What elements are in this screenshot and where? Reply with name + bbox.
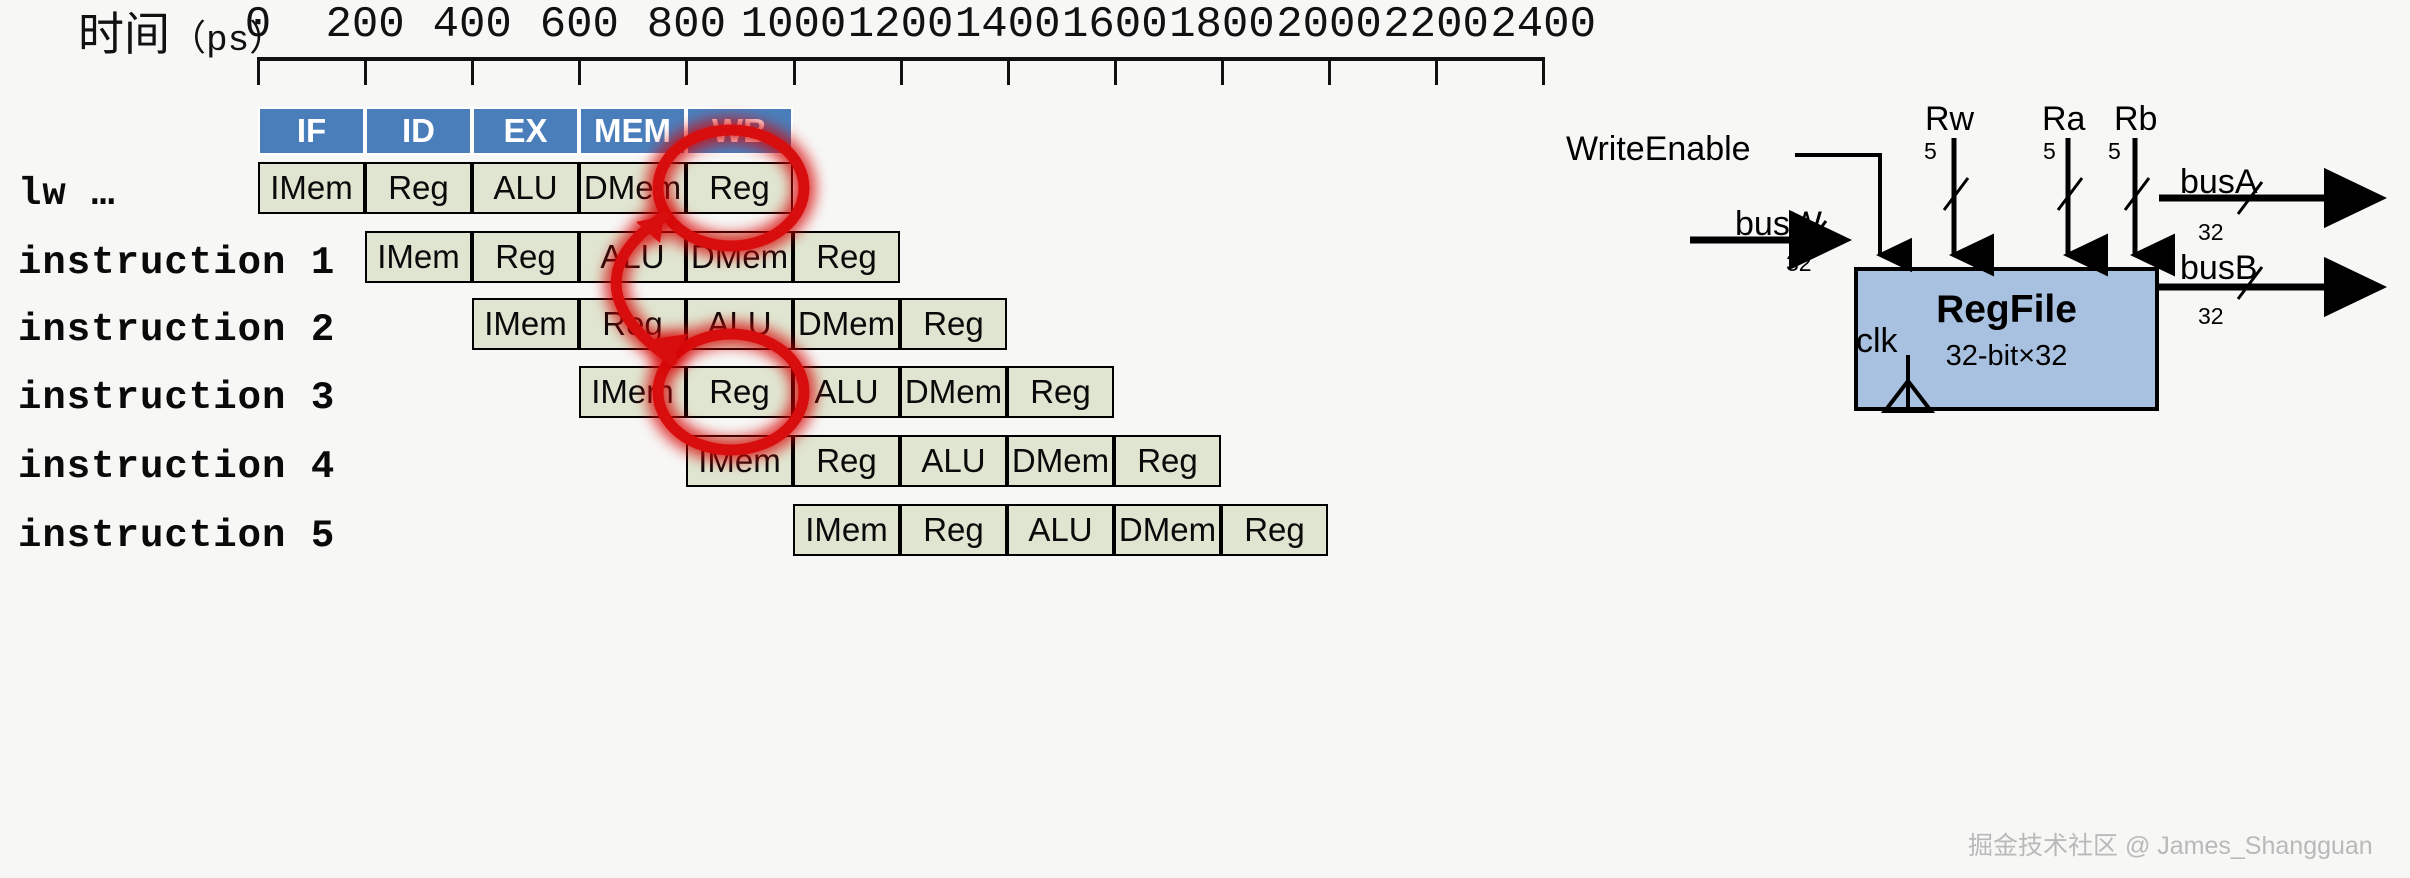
axis-tick-label-800: 800 — [646, 0, 726, 50]
regfile-subtitle: 32-bit×32 — [1945, 340, 2068, 372]
pipeline-cell: DMem — [793, 298, 900, 350]
pipeline-cell: DMem — [1007, 435, 1114, 487]
watermark: 掘金技术社区 @ James_Shangguan — [1968, 832, 2373, 860]
busa-bits-label: 32 — [2198, 219, 2224, 245]
pipeline-cell: IMem — [365, 231, 472, 283]
pipeline-cell: IMem — [686, 435, 793, 487]
busw-bits-label: 32 — [1786, 250, 1812, 276]
row-label: instruction 4 — [18, 445, 336, 489]
pipeline-cell: Reg — [793, 231, 900, 283]
regfile-title: RegFile — [1936, 288, 2077, 331]
axis-tick-label-1000: 1000 — [740, 0, 847, 50]
pipeline-cell: Reg — [686, 366, 793, 418]
axis-tick-label-600: 600 — [539, 0, 619, 50]
axis-title-cn: 时间 — [78, 8, 170, 60]
pipeline-cell: Reg — [1221, 504, 1328, 556]
pipeline-cell: ALU — [686, 298, 793, 350]
axis-tick-0 — [257, 57, 260, 85]
rb-bits-label: 5 — [2108, 138, 2121, 164]
rw-bits-label: 5 — [1924, 138, 1937, 164]
axis-tick-label-1800: 1800 — [1169, 0, 1275, 50]
pipeline-cell: Reg — [472, 231, 579, 283]
pipeline-cell: IMem — [793, 504, 900, 556]
busb-bits-label: 32 — [2198, 303, 2224, 329]
axis-tick-label-1600: 1600 — [1061, 0, 1168, 50]
axis-title-unit: （ps） — [170, 20, 286, 61]
row-label: instruction 5 — [18, 514, 336, 558]
axis-tick-label-2000: 2000 — [1276, 0, 1382, 50]
clk-label: clk — [1856, 322, 1898, 360]
axis-tick-800 — [685, 57, 689, 85]
axis-tick-label-1400: 1400 — [954, 0, 1061, 50]
busa-label: busA — [2180, 163, 2258, 201]
row-label: instruction 1 — [18, 241, 336, 285]
axis-tick-1000 — [792, 57, 796, 85]
pipeline-cell: IMem — [258, 162, 365, 214]
pipeline-cell: ALU — [472, 162, 579, 214]
pipeline-cell: DMem — [579, 162, 686, 214]
axis-tick-label-400: 400 — [432, 0, 512, 50]
axis-tick-label-2400: 2400 — [1490, 0, 1596, 50]
pipeline-cell: ALU — [900, 435, 1007, 487]
stage-header-wb: WB — [686, 107, 793, 155]
row-label: instruction 3 — [18, 376, 336, 420]
axis-tick-200 — [364, 57, 368, 85]
pipeline-cell: ALU — [793, 366, 900, 418]
pipeline-cell: Reg — [793, 435, 900, 487]
axis-tick-1800 — [1220, 57, 1224, 85]
pipeline-cell: DMem — [1114, 504, 1221, 556]
pipeline-cell: Reg — [900, 298, 1007, 350]
pipeline-cell: Reg — [686, 162, 793, 214]
rb-label: Rb — [2114, 100, 2158, 138]
pipeline-cell: Reg — [900, 504, 1007, 556]
pipeline-cell: Reg — [1114, 435, 1221, 487]
stage-header-id: ID — [365, 107, 472, 155]
axis-tick-2200 — [1435, 57, 1439, 85]
row-label: instruction 2 — [18, 308, 336, 352]
axis-tick-2000 — [1328, 57, 1331, 85]
axis-tick-1400 — [1006, 57, 1010, 85]
stage-header-mem: MEM — [579, 107, 686, 155]
pipeline-cell: Reg — [365, 162, 472, 214]
pipeline-cell: IMem — [472, 298, 579, 350]
axis-title: 时间（ps） — [78, 0, 285, 64]
busw-label: busW — [1735, 205, 1822, 243]
stage-header-if: IF — [258, 107, 365, 155]
stage-header-ex: EX — [472, 107, 579, 155]
rw-label: Rw — [1925, 100, 1975, 138]
axis-tick-400 — [471, 57, 475, 85]
busb-label: busB — [2180, 249, 2258, 287]
ra-label: Ra — [2042, 100, 2086, 138]
pipeline-cell: ALU — [579, 231, 686, 283]
axis-tick-label-0: 0 — [244, 0, 272, 50]
axis-tick-2400 — [1542, 57, 1546, 85]
pipeline-cell: ALU — [1007, 504, 1114, 556]
axis-tick-label-200: 200 — [325, 0, 405, 50]
pipeline-cell: DMem — [686, 231, 793, 283]
axis-tick-600 — [578, 57, 582, 85]
axis-tick-1200 — [899, 57, 903, 85]
write-enable-label: WriteEnable — [1566, 130, 1751, 168]
row-label: lw … — [18, 172, 116, 216]
pipeline-cell: Reg — [1007, 366, 1114, 418]
axis-tick-label-2200: 2200 — [1383, 0, 1489, 50]
ra-bits-label: 5 — [2043, 138, 2056, 164]
axis-tick-label-1200: 1200 — [847, 0, 954, 50]
pipeline-cell: DMem — [900, 366, 1007, 418]
pipeline-cell: Reg — [579, 298, 686, 350]
pipeline-cell: IMem — [579, 366, 686, 418]
axis-tick-1600 — [1113, 57, 1117, 85]
